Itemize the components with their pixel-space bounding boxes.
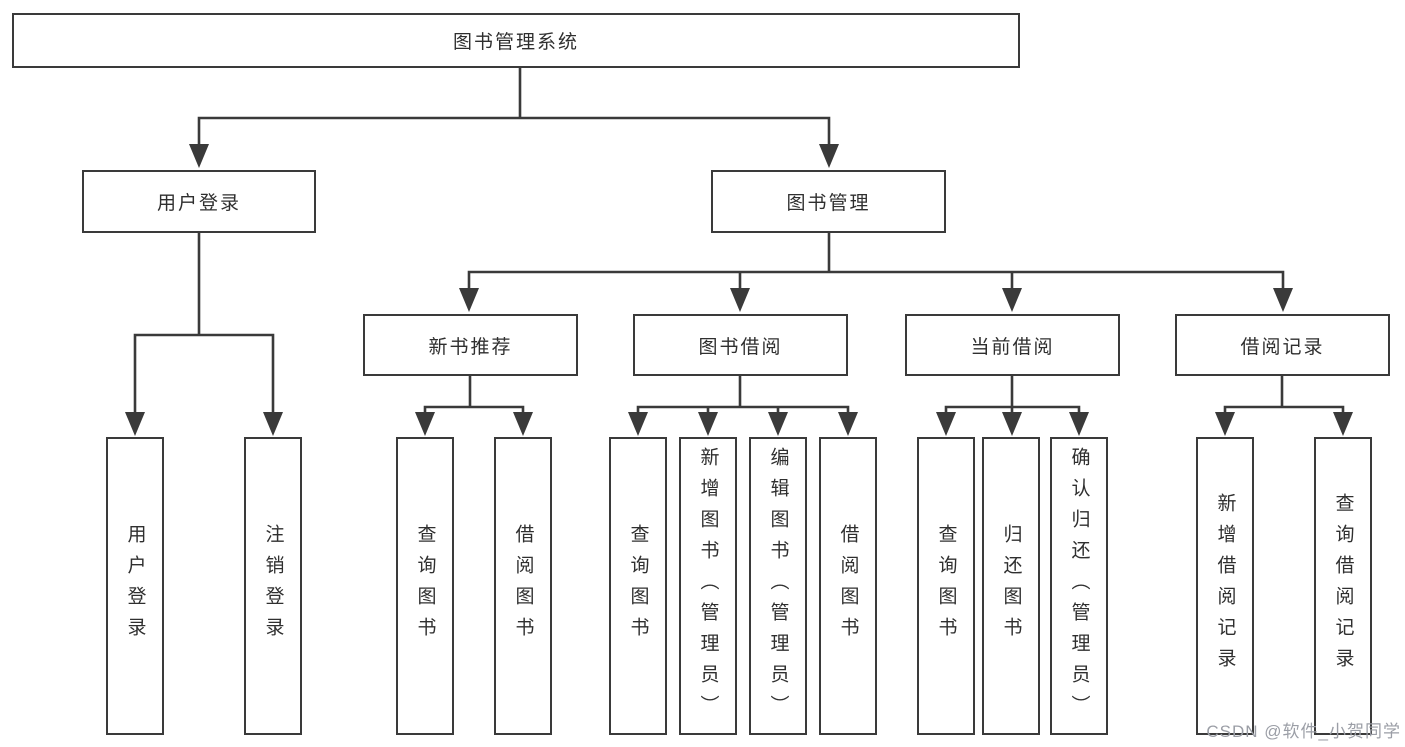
arrow-down-icon [1002, 412, 1022, 436]
leaf-logout-login-label: 注销登录 [262, 524, 284, 648]
leaf-edit-book-admin-label: 编辑图书（管理员） [767, 446, 789, 726]
arrow-down-icon [768, 412, 788, 436]
arrow-down-icon [838, 412, 858, 436]
leaf-add-borrow-record-label: 新增借阅记录 [1214, 493, 1236, 679]
node-new-book-recommendation-label: 新书推荐 [428, 336, 513, 358]
connector-user-login-to-leaves [133, 231, 275, 432]
node-root: 图书管理系统 [12, 13, 1020, 68]
node-current-borrowing: 当前借阅 [905, 314, 1120, 376]
connector-new-book-to-leaves [423, 374, 525, 432]
arrow-down-icon [936, 412, 956, 436]
watermark: CSDN @软件_小贺同学 [1206, 722, 1401, 741]
node-user-login-label: 用户登录 [156, 193, 241, 214]
arrowheads-user-login [125, 412, 283, 436]
connector-root-to-level1 [197, 66, 831, 164]
leaf-borrow-books-recommend: 借阅图书 [494, 437, 552, 735]
arrow-down-icon [125, 412, 145, 436]
leaf-query-books-borrow: 查询图书 [609, 437, 667, 735]
connector-borrow-records-to-leaves [1223, 374, 1345, 432]
node-borrowing-records: 借阅记录 [1175, 314, 1390, 376]
leaf-edit-book-admin: 编辑图书（管理员） [749, 437, 807, 735]
arrowheads-level1 [189, 144, 839, 168]
leaf-query-books-current: 查询图书 [917, 437, 975, 735]
leaf-query-borrow-record-label: 查询借阅记录 [1332, 493, 1354, 679]
leaf-user-login-label: 用户登录 [124, 524, 146, 648]
node-book-borrowing-label: 图书借阅 [698, 336, 783, 358]
node-book-borrowing: 图书借阅 [633, 314, 848, 376]
arrowheads-current-borrow [936, 412, 1089, 436]
arrow-down-icon [698, 412, 718, 436]
arrow-down-icon [1273, 288, 1293, 312]
arrow-down-icon [415, 412, 435, 436]
leaf-borrow-books: 借阅图书 [819, 437, 877, 735]
arrow-down-icon [1333, 412, 1353, 436]
leaf-query-books-recommend-label: 查询图书 [414, 524, 436, 648]
arrowheads-book-borrow [628, 412, 858, 436]
leaf-query-borrow-record: 查询借阅记录 [1314, 437, 1372, 735]
leaf-query-books-recommend: 查询图书 [396, 437, 454, 735]
connector-book-management-to-level2 [467, 231, 1285, 308]
arrow-down-icon [263, 412, 283, 436]
leaf-borrow-books-recommend-label: 借阅图书 [512, 524, 534, 648]
leaf-borrow-books-label: 借阅图书 [837, 524, 859, 648]
node-new-book-recommendation: 新书推荐 [363, 314, 578, 376]
arrow-down-icon [730, 288, 750, 312]
node-book-management: 图书管理 [711, 170, 946, 233]
leaf-query-books-borrow-label: 查询图书 [627, 524, 649, 648]
arrow-down-icon [459, 288, 479, 312]
arrow-down-icon [819, 144, 839, 168]
leaf-add-book-admin-label: 新增图书（管理员） [697, 446, 719, 726]
arrowheads-new-book [415, 412, 533, 436]
leaf-confirm-return-admin: 确认归还（管理员） [1050, 437, 1108, 735]
arrowheads-borrow-records [1215, 412, 1353, 436]
node-book-management-label: 图书管理 [786, 193, 871, 214]
leaf-logout-login: 注销登录 [244, 437, 302, 735]
leaf-return-books-label: 归还图书 [1000, 524, 1022, 648]
arrow-down-icon [1002, 288, 1022, 312]
leaf-query-books-current-label: 查询图书 [935, 524, 957, 648]
leaf-return-books: 归还图书 [982, 437, 1040, 735]
arrow-down-icon [1069, 412, 1089, 436]
node-root-label: 图书管理系统 [452, 32, 579, 53]
node-borrowing-records-label: 借阅记录 [1240, 336, 1325, 358]
arrow-down-icon [513, 412, 533, 436]
leaf-confirm-return-admin-label: 确认归还（管理员） [1068, 446, 1090, 726]
node-current-borrowing-label: 当前借阅 [970, 336, 1055, 358]
leaf-user-login: 用户登录 [106, 437, 164, 735]
leaf-add-borrow-record: 新增借阅记录 [1196, 437, 1254, 735]
arrowheads-level2 [459, 288, 1293, 312]
connector-book-borrow-to-leaves [636, 374, 850, 432]
arrow-down-icon [628, 412, 648, 436]
arrow-down-icon [189, 144, 209, 168]
node-user-login: 用户登录 [82, 170, 316, 233]
arrow-down-icon [1215, 412, 1235, 436]
leaf-add-book-admin: 新增图书（管理员） [679, 437, 737, 735]
